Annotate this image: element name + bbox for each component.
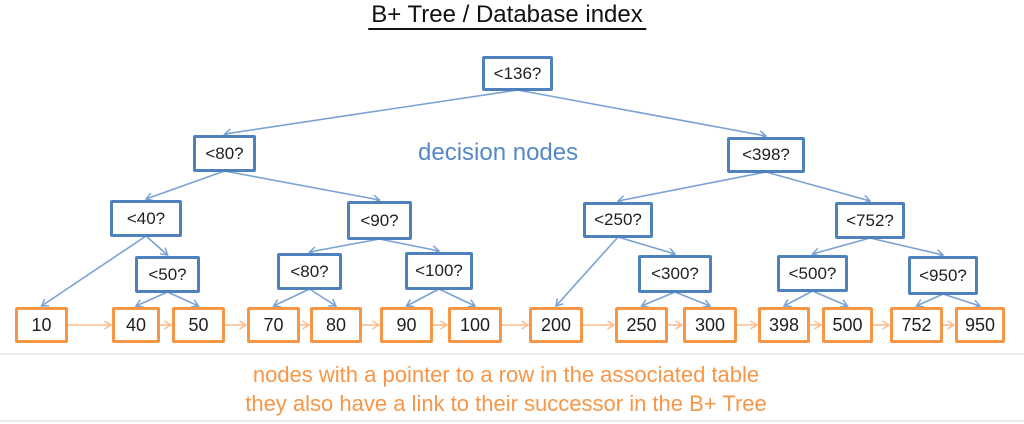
- leaf-node-70: 70: [247, 307, 300, 343]
- decision-node-500: <500?: [777, 255, 848, 292]
- leaf-node-90: 90: [380, 307, 433, 343]
- tree-edge-q250-l200: [555, 236, 619, 308]
- tree-edge-q80-q90: [224, 170, 381, 204]
- tree-edge-q40-l10: [40, 235, 147, 307]
- tree-edge-q752-q500: [811, 237, 871, 257]
- caption-line-1: nodes with a pointer to a row in the ass…: [252, 362, 760, 387]
- tree-edge-q136-q398: [517, 89, 768, 140]
- leaf-node-250: 250: [615, 307, 668, 343]
- decision-node-300: <300?: [638, 255, 712, 293]
- decision-node-950: <950?: [908, 256, 978, 295]
- leaf-node-100: 100: [448, 307, 502, 343]
- decision-node-50: <50?: [135, 256, 200, 293]
- decision-node-100: <100?: [405, 252, 473, 290]
- leaf-node-200: 200: [529, 307, 583, 343]
- tree-edge-q398-q250: [616, 171, 767, 205]
- tree-edge-q40-q50: [145, 235, 169, 256]
- tree-edge-q80-q40: [144, 170, 225, 202]
- decision-node-40: <40?: [110, 200, 182, 237]
- tree-edge-q50-l50: [167, 291, 200, 308]
- tree-edge-q250-q300: [617, 236, 677, 257]
- tree-edge-q80b-l80: [309, 288, 338, 307]
- tree-edge-q300-l250: [640, 291, 676, 308]
- leaf-node-950: 950: [955, 307, 1005, 343]
- decision-node-250: <250?: [583, 202, 653, 238]
- leaf-node-398: 398: [758, 307, 810, 343]
- tree-edge-q500-l500: [812, 290, 849, 308]
- tree-edge-q90-q100: [379, 238, 441, 255]
- decision-nodes-label: decision nodes: [418, 139, 579, 166]
- page-title: B+ Tree / Database index: [368, 2, 646, 30]
- tree-edge-q950-l950: [942, 293, 982, 309]
- tree-edge-q100-l100: [438, 288, 477, 308]
- divider-line-bottom: [0, 420, 1024, 422]
- tree-edge-q500-l398: [782, 290, 813, 308]
- tree-edge-q136-q80: [223, 89, 518, 138]
- tree-edge-q300-l300: [674, 291, 712, 309]
- leaf-node-40: 40: [112, 307, 160, 343]
- tree-edge-q80b-l70: [272, 288, 310, 308]
- tree-edge-q100-l90: [405, 288, 440, 308]
- decision-node-80b: <80?: [277, 253, 342, 290]
- decision-node-80: <80?: [193, 135, 256, 172]
- decision-node-752: <752?: [835, 202, 905, 239]
- leaf-node-752: 752: [890, 307, 943, 343]
- decision-node-136: <136?: [482, 56, 553, 91]
- tree-edge-q752-q950: [869, 237, 945, 259]
- tree-edge-q90-q80b: [308, 238, 380, 256]
- leaf-node-300: 300: [683, 307, 737, 343]
- leaf-node-500: 500: [822, 307, 873, 343]
- tree-edge-q950-l752: [915, 293, 944, 308]
- leaf-node-10: 10: [15, 307, 68, 343]
- decision-node-398: <398?: [727, 137, 805, 173]
- caption-line-2: they also have a link to their successor…: [245, 391, 767, 416]
- leaf-caption: nodes with a pointer to a row in the ass…: [0, 360, 1012, 418]
- leaf-node-80: 80: [310, 307, 362, 343]
- tree-edge-q398-q752: [765, 171, 872, 204]
- tree-edge-q50-l40: [134, 291, 168, 308]
- decision-node-90: <90?: [347, 201, 412, 240]
- leaf-node-50: 50: [172, 307, 225, 343]
- divider-line-under-leaves: [0, 353, 1024, 355]
